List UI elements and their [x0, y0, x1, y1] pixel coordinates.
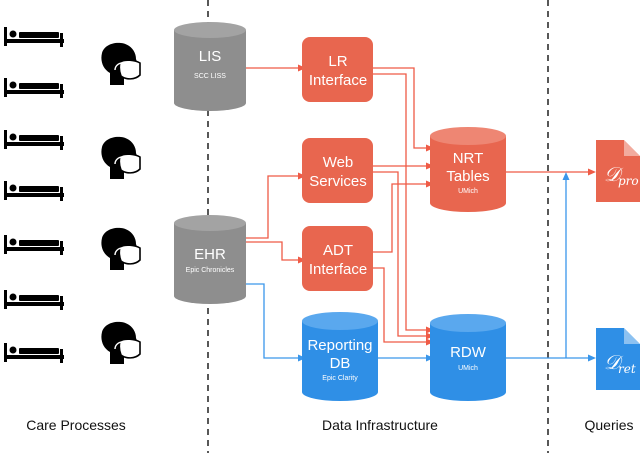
- query-pro-document: 𝒟 pro: [596, 140, 640, 202]
- nrt-sublabel: UMich: [458, 188, 478, 195]
- rdw-database: RDW UMich: [430, 314, 506, 401]
- masked-person-icon: [100, 227, 141, 271]
- web-label-line2: Services: [309, 173, 367, 190]
- red-connectors: [246, 67, 592, 343]
- query-ret-subscript: ret: [618, 362, 636, 376]
- queries-heading: Queries: [584, 417, 633, 433]
- masked-person-icon: [100, 136, 141, 180]
- arrowheads: [298, 64, 596, 362]
- lr-interface-box: LR Interface: [302, 37, 373, 102]
- reporting-db-database: Reporting DB Epic Clarity: [302, 312, 378, 401]
- hospital-bed-icon: [4, 27, 64, 47]
- query-ret-document: 𝒟 ret: [596, 328, 640, 390]
- hospital-bed-icon: [4, 290, 64, 310]
- ehr-database: EHR Epic Chronicles: [174, 215, 246, 304]
- adt-label-line1: ADT: [323, 242, 353, 259]
- blue-connectors: [246, 176, 592, 359]
- web-label-line1: Web: [323, 154, 354, 171]
- query-pro-symbol: 𝒟: [604, 162, 624, 186]
- reporting-sublabel: Epic Clarity: [322, 375, 358, 382]
- lr-label-line1: LR: [328, 53, 347, 70]
- hospital-bed-icon: [4, 235, 64, 255]
- lr-label-line2: Interface: [309, 72, 367, 89]
- masked-person-icon: [100, 42, 141, 86]
- hospital-bed-icon: [4, 181, 64, 201]
- hospital-bed-icon: [4, 78, 64, 98]
- hospital-bed-icon: [4, 343, 64, 363]
- rdw-sublabel: UMich: [458, 365, 478, 372]
- reporting-label-line1: Reporting: [307, 337, 372, 354]
- query-ret-symbol: 𝒟: [604, 350, 624, 374]
- query-pro-subscript: pro: [618, 174, 639, 188]
- reporting-label-line2: DB: [330, 355, 351, 372]
- data-infrastructure-heading: Data Infrastructure: [322, 417, 438, 433]
- ehr-sublabel: Epic Chronicles: [186, 267, 235, 274]
- care-processes-heading: Care Processes: [26, 417, 126, 433]
- lis-label: LIS: [199, 48, 222, 65]
- lis-sublabel: SCC LISS: [194, 73, 226, 80]
- nrt-tables-database: NRT Tables UMich: [430, 127, 506, 212]
- adt-interface-box: ADT Interface: [302, 226, 373, 291]
- lis-database: LIS SCC LISS: [174, 22, 246, 111]
- nrt-label-line2: Tables: [446, 168, 489, 185]
- ehr-label: EHR: [194, 246, 226, 263]
- rdw-label: RDW: [450, 344, 487, 361]
- hospital-bed-icon: [4, 130, 64, 150]
- masked-person-icon: [100, 321, 141, 365]
- web-services-box: Web Services: [302, 138, 373, 203]
- adt-label-line2: Interface: [309, 261, 367, 278]
- nrt-label-line1: NRT: [453, 150, 484, 167]
